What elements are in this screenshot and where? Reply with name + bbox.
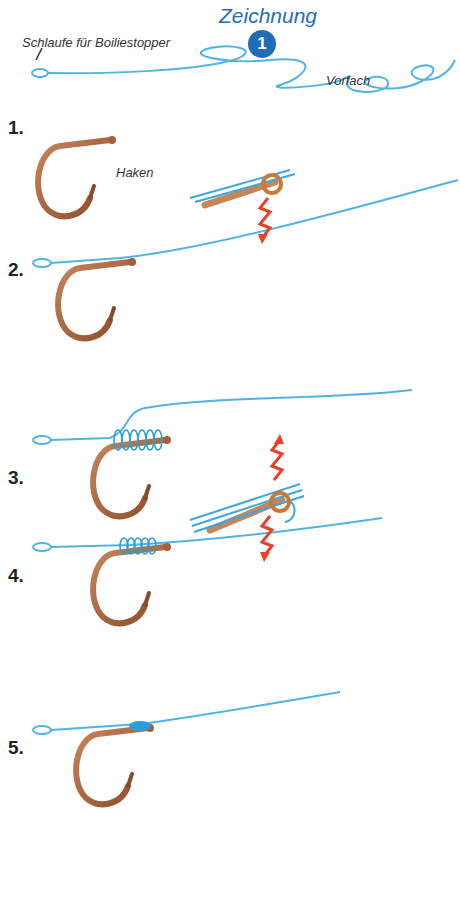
callout-label: Haken [116, 166, 154, 180]
step-number: 1. [8, 118, 24, 139]
step-number: 2. [8, 260, 24, 281]
badge-number: 1 [257, 34, 266, 54]
step-number: 5. [8, 738, 24, 759]
callout-label: Schlaufe für Boiliestopper [22, 36, 170, 50]
number-badge: 1 [248, 30, 276, 58]
callout-label: Vorfach [326, 74, 370, 88]
diagram-title: Zeichnung [219, 4, 317, 27]
step-number: 4. [8, 566, 24, 587]
step-number: 3. [8, 468, 24, 489]
